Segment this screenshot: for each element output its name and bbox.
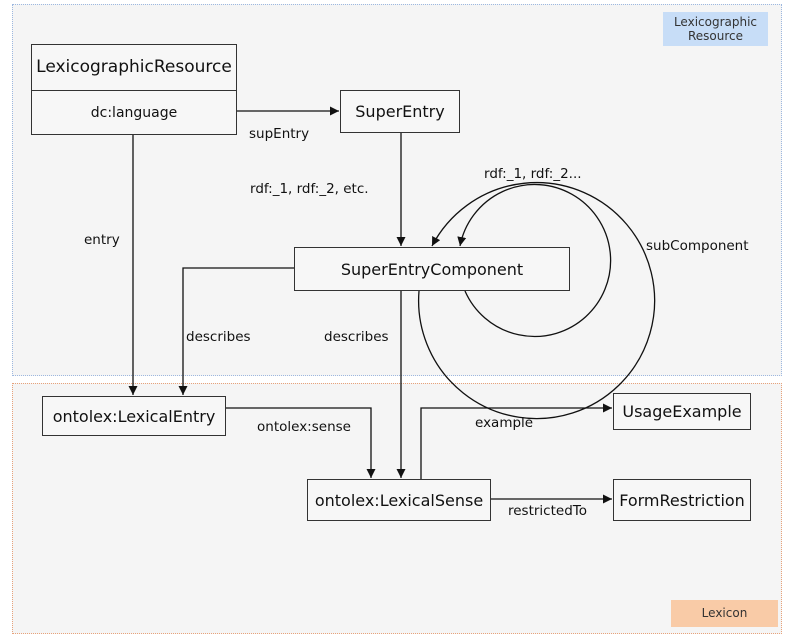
usage-example-node: UsageExample [613,393,751,430]
edge-label-example: example [475,415,533,431]
lexicographic-resource-region-label: Lexicographic Resource [663,12,768,46]
form-restriction-node: FormRestriction [613,479,751,521]
edge-describes-entry [178,267,294,395]
edge-label-sup-entry: supEntry [249,126,309,142]
lexicographic-resource-attribute: dc:language [90,105,178,121]
edge-label-describes-sense: describes [324,329,389,345]
super-entry-component-node: SuperEntryComponent [294,247,570,291]
edge-sub-component-loop [417,181,656,420]
edge-ontolex-sense [226,407,376,478]
super-entry-node: SuperEntry [340,90,460,133]
lexical-sense-node: ontolex:LexicalSense [307,479,491,521]
edge-rdf-members-loop [457,183,612,338]
edge-label-rdf-members: rdf:_1, rdf:_2, etc. [250,181,369,197]
edge-label-restricted-to: restrictedTo [508,503,587,519]
lexicographic-resource-title: LexicographicResource [32,45,236,91]
edge-label-rdf-members-short: rdf:_1, rdf:_2... [484,166,582,182]
edge-example [420,403,612,479]
edge-label-describes-entry: describes [186,329,251,345]
lexical-entry-node: ontolex:LexicalEntry [42,396,226,436]
lexicographic-resource-node: LexicographicResource dc:language [31,44,237,135]
edge-label-ontolex-sense: ontolex:sense [257,419,351,435]
lexicon-region-label: Lexicon [671,600,778,627]
edge-label-entry: entry [84,232,120,248]
edge-label-sub-component: subComponent [646,238,749,254]
